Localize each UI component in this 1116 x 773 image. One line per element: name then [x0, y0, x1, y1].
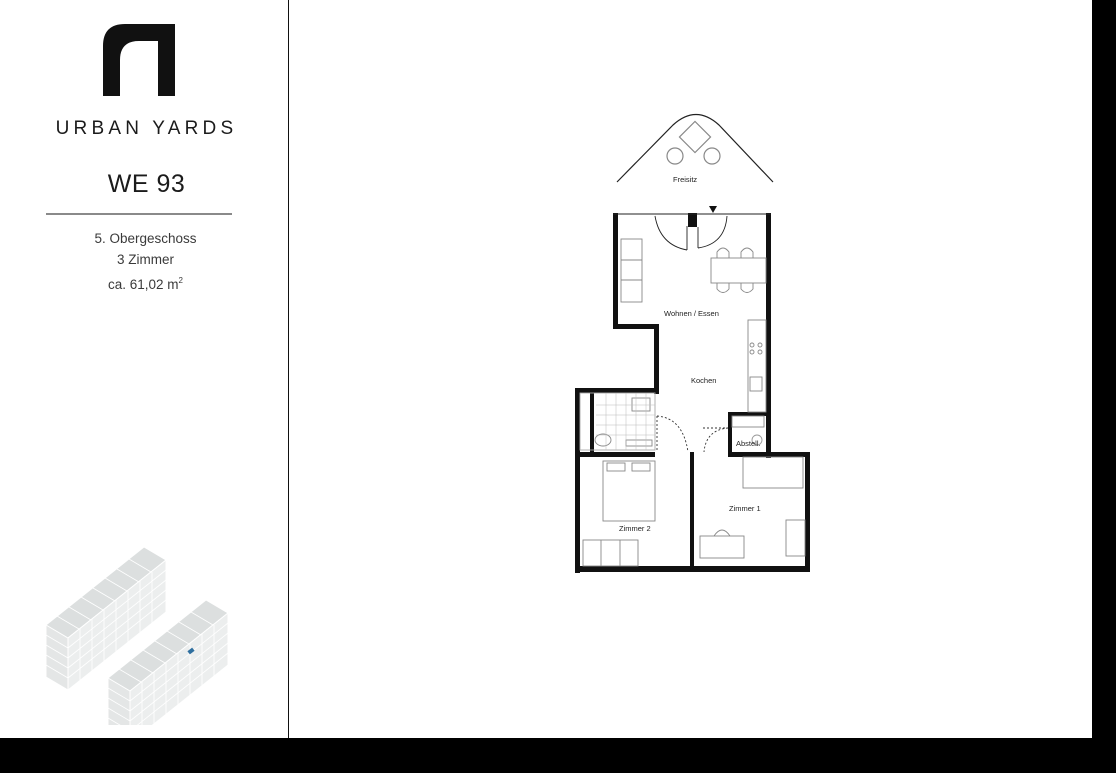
unit-highlight [187, 647, 195, 655]
room-label-bedroom2: Zimmer 2 [619, 524, 651, 533]
room-label-living: Wohnen / Essen [664, 309, 719, 318]
terrace [616, 113, 774, 183]
unit-area: ca. 61,02 m2 [108, 276, 183, 292]
room-label-kitchen: Kochen [691, 376, 717, 385]
redaction-bottom [0, 738, 1116, 773]
redaction-right [1092, 0, 1116, 773]
entrance-arrow-icon [709, 206, 717, 213]
divider [46, 213, 232, 215]
floorplan-drawing [575, 113, 810, 573]
sidebar: URBAN YARDS WE 93 5. Obergeschoss 3 Zimm… [0, 0, 289, 738]
unit-floor: 5. Obergeschoss [94, 231, 197, 246]
room-label-storage: Abstell. [736, 439, 761, 448]
room-label-bedroom1: Zimmer 1 [729, 504, 761, 513]
room-label-terrace: Freisitz [673, 175, 698, 184]
unit-details: 5. Obergeschoss 3 Zimmer ca. 61,02 m2 [0, 228, 289, 295]
urban-yards-logo-icon [103, 24, 175, 96]
floorplan-sheet: URBAN YARDS WE 93 5. Obergeschoss 3 Zimm… [0, 0, 1092, 738]
building-locator-icon [45, 546, 229, 725]
unit-rooms: 3 Zimmer [117, 252, 174, 267]
brand-name: URBAN YARDS [55, 118, 238, 139]
unit-title: WE 93 [107, 170, 186, 198]
floorplan: Freisitz Wohnen / Essen Kochen Abstell. … [560, 105, 830, 585]
